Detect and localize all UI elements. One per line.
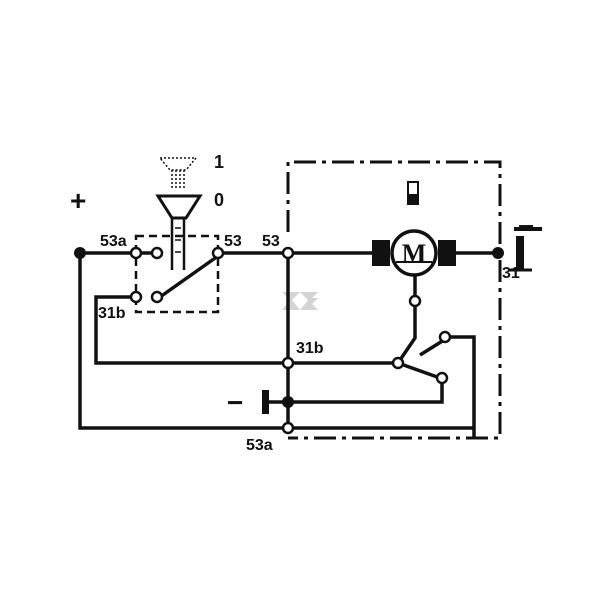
motor-housing-outline (286, 160, 502, 440)
label-53-main: 53 (262, 233, 280, 250)
switch-housing-outline (134, 234, 220, 314)
terminal-53a-left (129, 246, 143, 260)
terminal-park-upper (438, 330, 452, 344)
terminals (129, 246, 452, 435)
wire-positive-rail (78, 253, 283, 430)
label-31b-mid: 31b (296, 340, 324, 357)
junction-positive (74, 247, 86, 259)
wire-31b-loop (94, 295, 283, 365)
terminal-park-lower (435, 371, 449, 385)
terminal-53-main (281, 246, 295, 260)
label-53-switch: 53 (224, 233, 242, 250)
label-31: 31 (502, 265, 520, 282)
ground-terminal-icon (508, 227, 542, 272)
label-motor-letter: M (402, 239, 427, 268)
label-53a-bottom: 53a (246, 437, 273, 454)
push-switch-knob-icon (155, 157, 203, 270)
terminal-park-left (391, 356, 405, 370)
terminal-53a-right (150, 246, 164, 260)
terminal-31b-right (150, 290, 164, 304)
label-53a-top: 53a (100, 233, 127, 250)
label-31b-switch: 31b (98, 305, 126, 322)
label-plus: + (70, 185, 86, 216)
junctions (74, 247, 504, 408)
label-minus-right: − (518, 211, 534, 242)
terminal-53-switch (211, 246, 225, 260)
wire-park-contact-upper (449, 335, 476, 438)
wires (78, 251, 498, 438)
wire-park-contact-lower (293, 378, 444, 404)
wire-motor-to-park-lower (398, 305, 417, 361)
minus-terminal-icon (262, 390, 269, 414)
label-switch-position-0: 0 (214, 190, 224, 210)
terminal-53a-bottom (281, 421, 295, 435)
park-switch-blade (397, 361, 441, 380)
terminal-31b-left (129, 290, 143, 304)
label-switch-position-1: 1 (214, 152, 224, 172)
junction-minus (282, 396, 294, 408)
motor-icon (372, 181, 456, 277)
terminal-31b-mid (281, 356, 295, 370)
label-minus-left: − (227, 387, 243, 418)
switch-blade-main (158, 254, 220, 299)
terminal-motor-park (408, 294, 422, 308)
junction-ground (492, 247, 504, 259)
park-switch-arm (419, 338, 445, 357)
